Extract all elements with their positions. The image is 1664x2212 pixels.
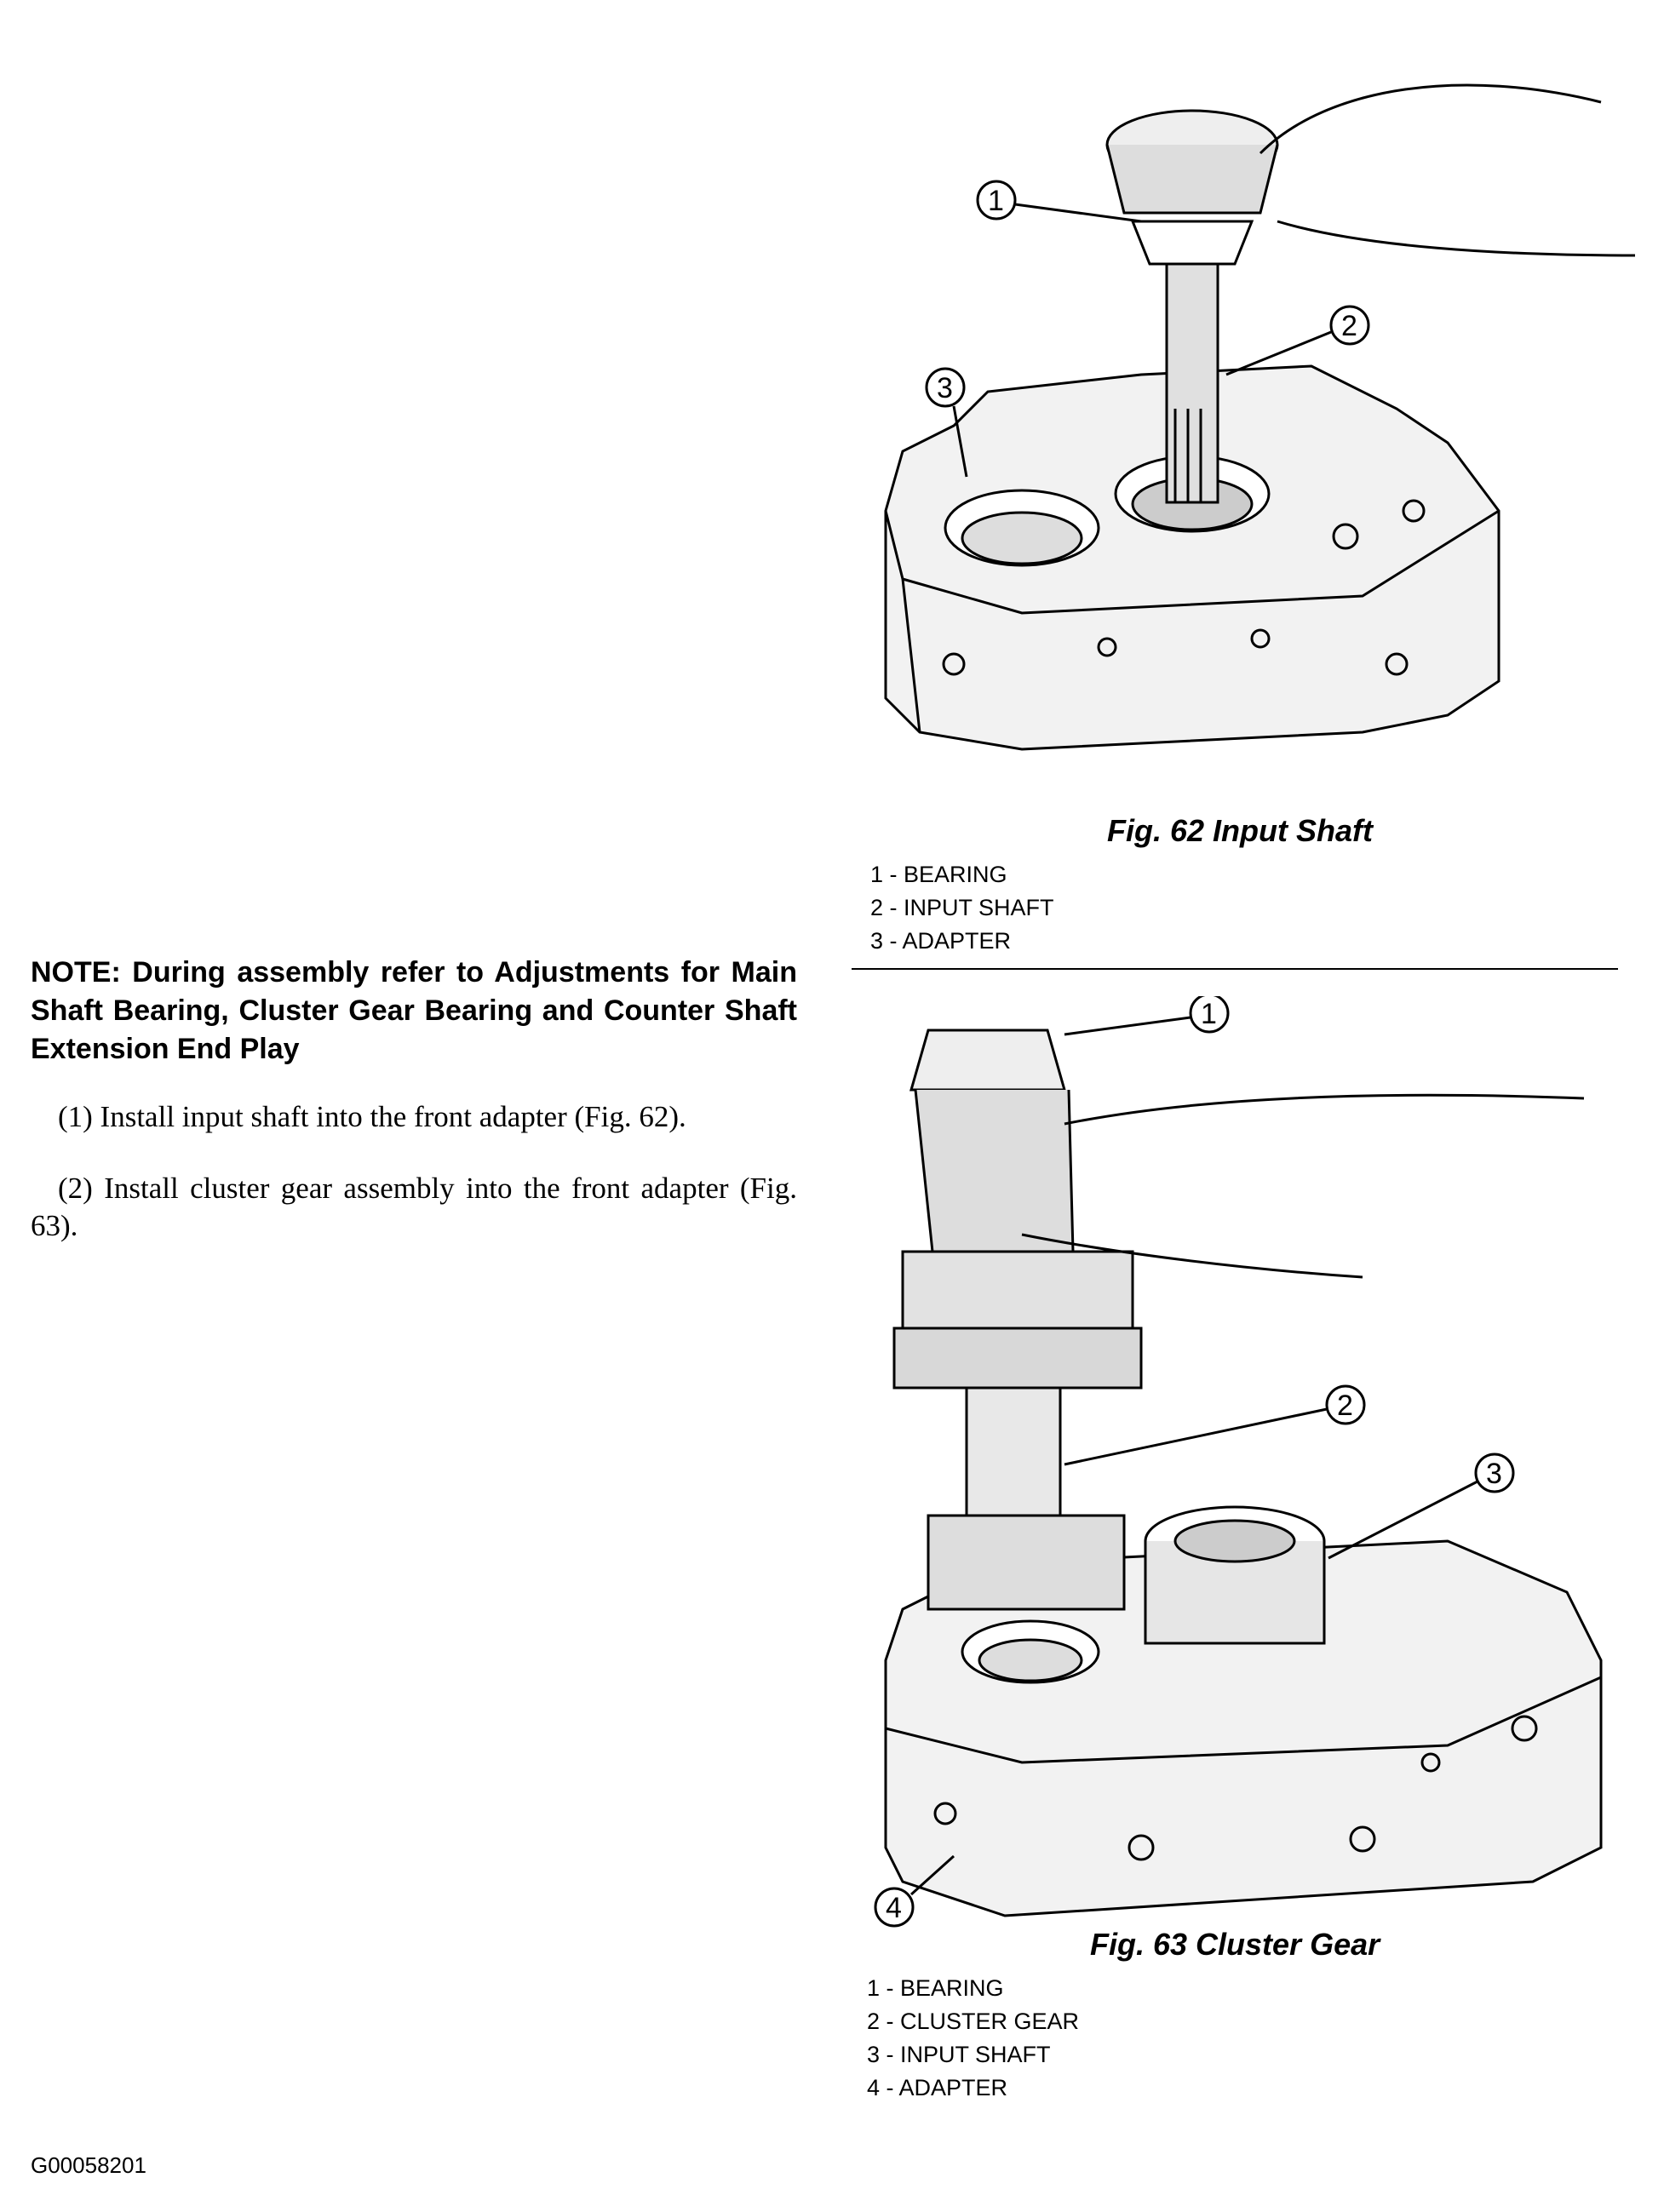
- figure-62-illustration: 1 2 3: [884, 83, 1635, 751]
- fig63-callout-1: 1: [1201, 998, 1217, 1030]
- fig63-callout-2: 2: [1337, 1390, 1353, 1422]
- fig62-callout-3: 3: [937, 372, 953, 404]
- fig63-callout-4: 4: [886, 1892, 902, 1924]
- image-code: G00058201: [31, 2152, 146, 2178]
- figure-63-illustration: 1 2 3 4: [874, 996, 1603, 1928]
- legend-item: 4 - ADAPTER: [867, 2075, 1008, 2100]
- divider: [852, 968, 1618, 970]
- legend-item: 1 - BEARING: [867, 1975, 1004, 2001]
- fig63-legend: 1 - BEARING 2 - CLUSTER GEAR 3 - INPUT S…: [867, 1972, 1079, 2105]
- step-2: (2) Install cluster gear assembly into t…: [31, 1172, 797, 1242]
- legend-item: 3 - INPUT SHAFT: [867, 2042, 1051, 2067]
- fig63-callout-3: 3: [1486, 1458, 1502, 1490]
- fig62-legend: 1 - BEARING 2 - INPUT SHAFT 3 - ADAPTER: [870, 858, 1054, 958]
- fig63-caption: Fig. 63 Cluster Gear: [1090, 1927, 1380, 1962]
- legend-item: 2 - INPUT SHAFT: [870, 895, 1054, 920]
- fig62-caption: Fig. 62 Input Shaft: [1107, 813, 1373, 848]
- fig62-callout-1: 1: [988, 185, 1004, 217]
- fig62-callout-2: 2: [1341, 310, 1357, 342]
- note-text: NOTE: During assembly refer to Adjustmen…: [31, 956, 797, 1065]
- legend-item: 1 - BEARING: [870, 862, 1007, 887]
- legend-item: 3 - ADAPTER: [870, 928, 1012, 954]
- step-1: (1) Install input shaft into the front a…: [58, 1100, 686, 1133]
- legend-item: 2 - CLUSTER GEAR: [867, 2009, 1080, 2034]
